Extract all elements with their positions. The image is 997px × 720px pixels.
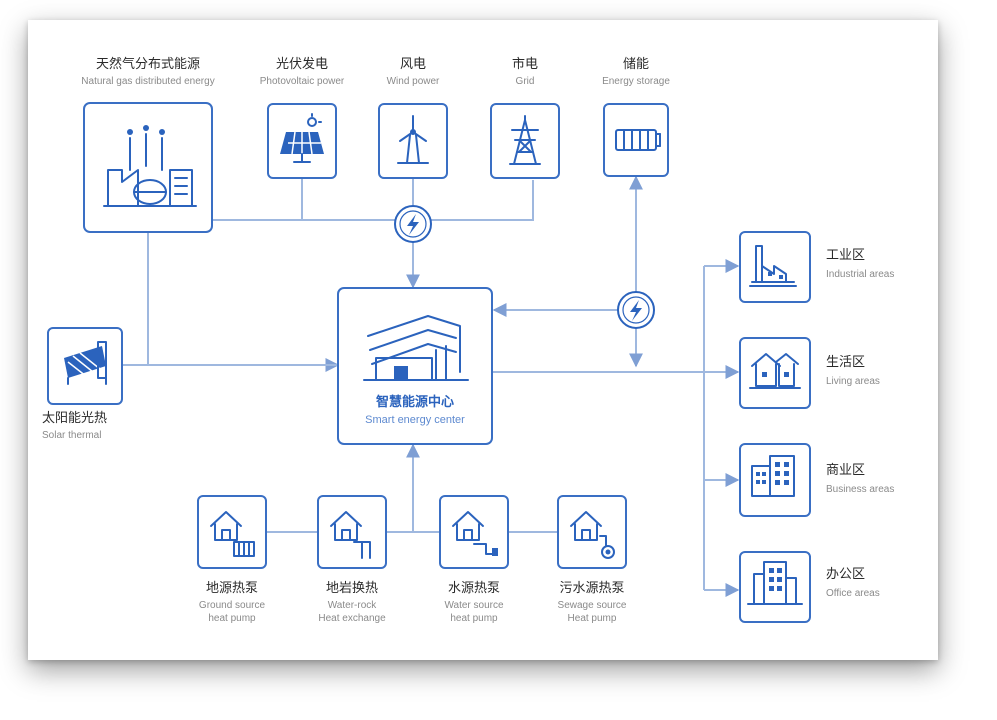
source-solar-thermal: 太阳能光热 Solar thermal [42,327,123,441]
area-subtitle: Industrial areas [826,269,894,280]
heat-subtitle-2: Heat exchange [318,613,386,624]
source-subtitle: Grid [516,76,535,87]
heat-title: 地源热泵 [206,581,258,596]
heat-subtitle-2: heat pump [450,613,498,624]
lightning-hub-right [617,291,655,329]
battery-icon [615,129,661,151]
source-grid: 市电 Grid [490,56,560,179]
area-living: 生活区 Living areas [739,337,880,409]
solar-thermal-title: 太阳能光热 [42,411,107,426]
solar-panel-icon [280,113,324,163]
office-icon [747,561,803,605]
lightning-icon [630,300,642,321]
area-industrial: 工业区 Industrial areas [739,231,894,303]
solar-thermal-subtitle: Solar thermal [42,430,101,441]
source-title: 天然气分布式能源 [96,56,200,72]
source-title: 市电 [512,56,538,72]
wire-top-bus [148,180,534,221]
source-title: 储能 [623,57,649,72]
smart-energy-center: 智慧能源中心 Smart energy center [337,287,493,445]
energy-flow-diagram: 天然气分布式能源 Natural gas distributed energy [42,56,894,624]
power-plant-icon [103,125,197,207]
house-water-icon [452,511,498,556]
source-photovoltaic: 光伏发电 Photovoltaic power [260,56,345,179]
area-title: 工业区 [826,248,865,263]
houses-icon [749,353,801,389]
heat-title: 水源热泵 [448,581,500,596]
heat-water: 水源热泵 Water source heat pump [439,495,509,624]
house-rock-icon [330,511,371,559]
source-wind: 风电 Wind power [378,57,448,179]
heat-subtitle-1: Sewage source [558,600,627,611]
building-icon [363,315,469,381]
heat-ground: 地源热泵 Ground source heat pump [197,495,267,624]
center-title: 智慧能源中心 [376,394,454,410]
area-title: 商业区 [826,463,865,478]
wind-turbine-icon [397,115,429,164]
area-title: 办公区 [826,567,865,582]
connectors [122,175,740,597]
area-subtitle: Business areas [826,484,894,495]
lightning-icon [407,214,419,235]
heat-subtitle-2: heat pump [208,613,256,624]
source-subtitle: Energy storage [602,76,670,87]
pylon-icon [509,115,541,165]
center-subtitle: Smart energy center [365,414,465,426]
area-business: 商业区 Business areas [739,443,894,517]
heat-subtitle-2: Heat pump [568,613,617,624]
area-title: 生活区 [826,355,865,370]
factory-icon [749,245,797,287]
source-storage: 储能 Energy storage [602,57,670,177]
source-subtitle: Natural gas distributed energy [81,76,214,87]
heat-subtitle-1: Water-rock [328,600,378,611]
heat-subtitle-1: Ground source [199,600,266,611]
shop-icon [751,455,795,497]
wire-gas-center [147,232,340,372]
area-subtitle: Living areas [826,376,880,387]
lightning-hub-top [394,205,432,243]
source-natural-gas: 天然气分布式能源 Natural gas distributed energy [81,56,215,233]
source-subtitle: Photovoltaic power [260,76,345,87]
source-title: 风电 [400,57,426,72]
heat-water-rock: 地岩换热 Water-rock Heat exchange [317,495,387,624]
source-title: 光伏发电 [276,56,328,72]
solar-thermal-icon [64,341,107,385]
diagram-card: 天然气分布式能源 Natural gas distributed energy [28,20,938,660]
heat-title: 污水源热泵 [559,581,624,596]
area-office: 办公区 Office areas [739,551,880,623]
house-ground-icon [210,511,255,557]
source-subtitle: Wind power [387,76,440,87]
area-subtitle: Office areas [826,588,880,599]
heat-subtitle-1: Water source [444,600,504,611]
heat-sewage: 污水源热泵 Sewage source Heat pump [557,495,627,624]
house-sewage-icon [570,511,615,559]
heat-title: 地岩换热 [326,581,378,596]
